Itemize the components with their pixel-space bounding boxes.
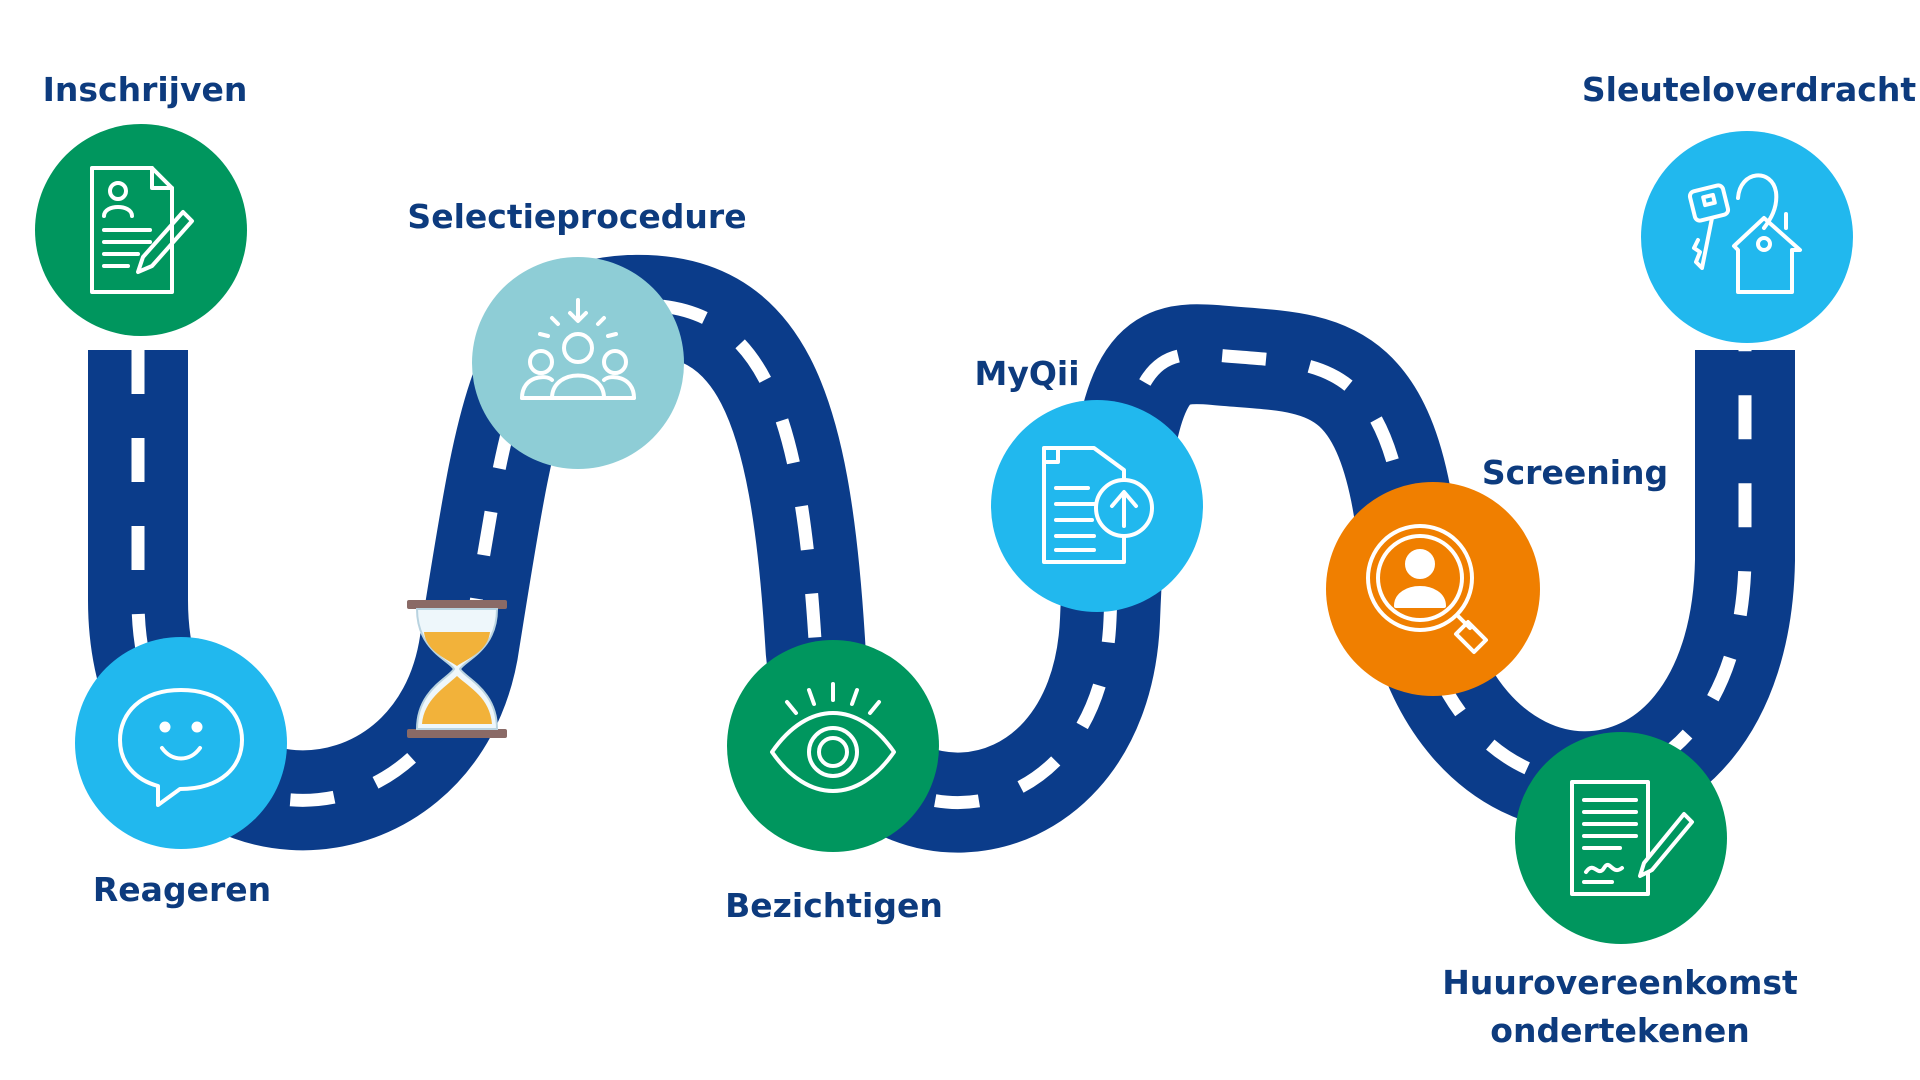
eye-icon [770,682,896,793]
smiley-speech-bubble-icon [118,688,244,807]
application-form-icon [90,166,194,294]
magnifier-person-icon [1366,524,1488,654]
step-selectieprocedure [472,257,684,469]
label-myqii: MyQii [974,354,1080,393]
label-sleuteloverdracht: Sleuteloverdracht [1581,70,1917,109]
label-huurovereenkomst-line-2: ondertekenen [1490,1011,1750,1050]
key-house-icon [1687,173,1802,294]
label-huurovereenkomst-line-1: Huurovereenkomst [1442,963,1798,1002]
step-reageren [75,637,287,849]
group-selection-icon [520,298,636,400]
label-bezichtigen: Bezichtigen [725,886,943,925]
document-upload-icon [1042,446,1154,564]
step-circle-reageren [75,637,287,849]
step-screening [1326,482,1540,696]
step-huurovereenkomst [1515,732,1727,944]
signed-contract-icon [1570,780,1694,896]
label-reageren: Reageren [92,870,272,909]
step-circle-sleuteloverdracht [1641,131,1853,343]
label-screening: Screening [1481,453,1669,492]
step-circle-bezichtigen [727,640,939,852]
step-myqii [991,400,1203,612]
label-inschrijven: Inschrijven [42,70,248,109]
hourglass-icon [407,600,507,738]
step-inschrijven [35,124,247,336]
label-huurovereenkomst-ondertekenen: Huurovereenkomst ondertekenen [1410,959,1830,1055]
step-bezichtigen [727,640,939,852]
label-selectieprocedure: Selectieprocedure [407,197,747,236]
step-sleuteloverdracht [1641,131,1853,343]
